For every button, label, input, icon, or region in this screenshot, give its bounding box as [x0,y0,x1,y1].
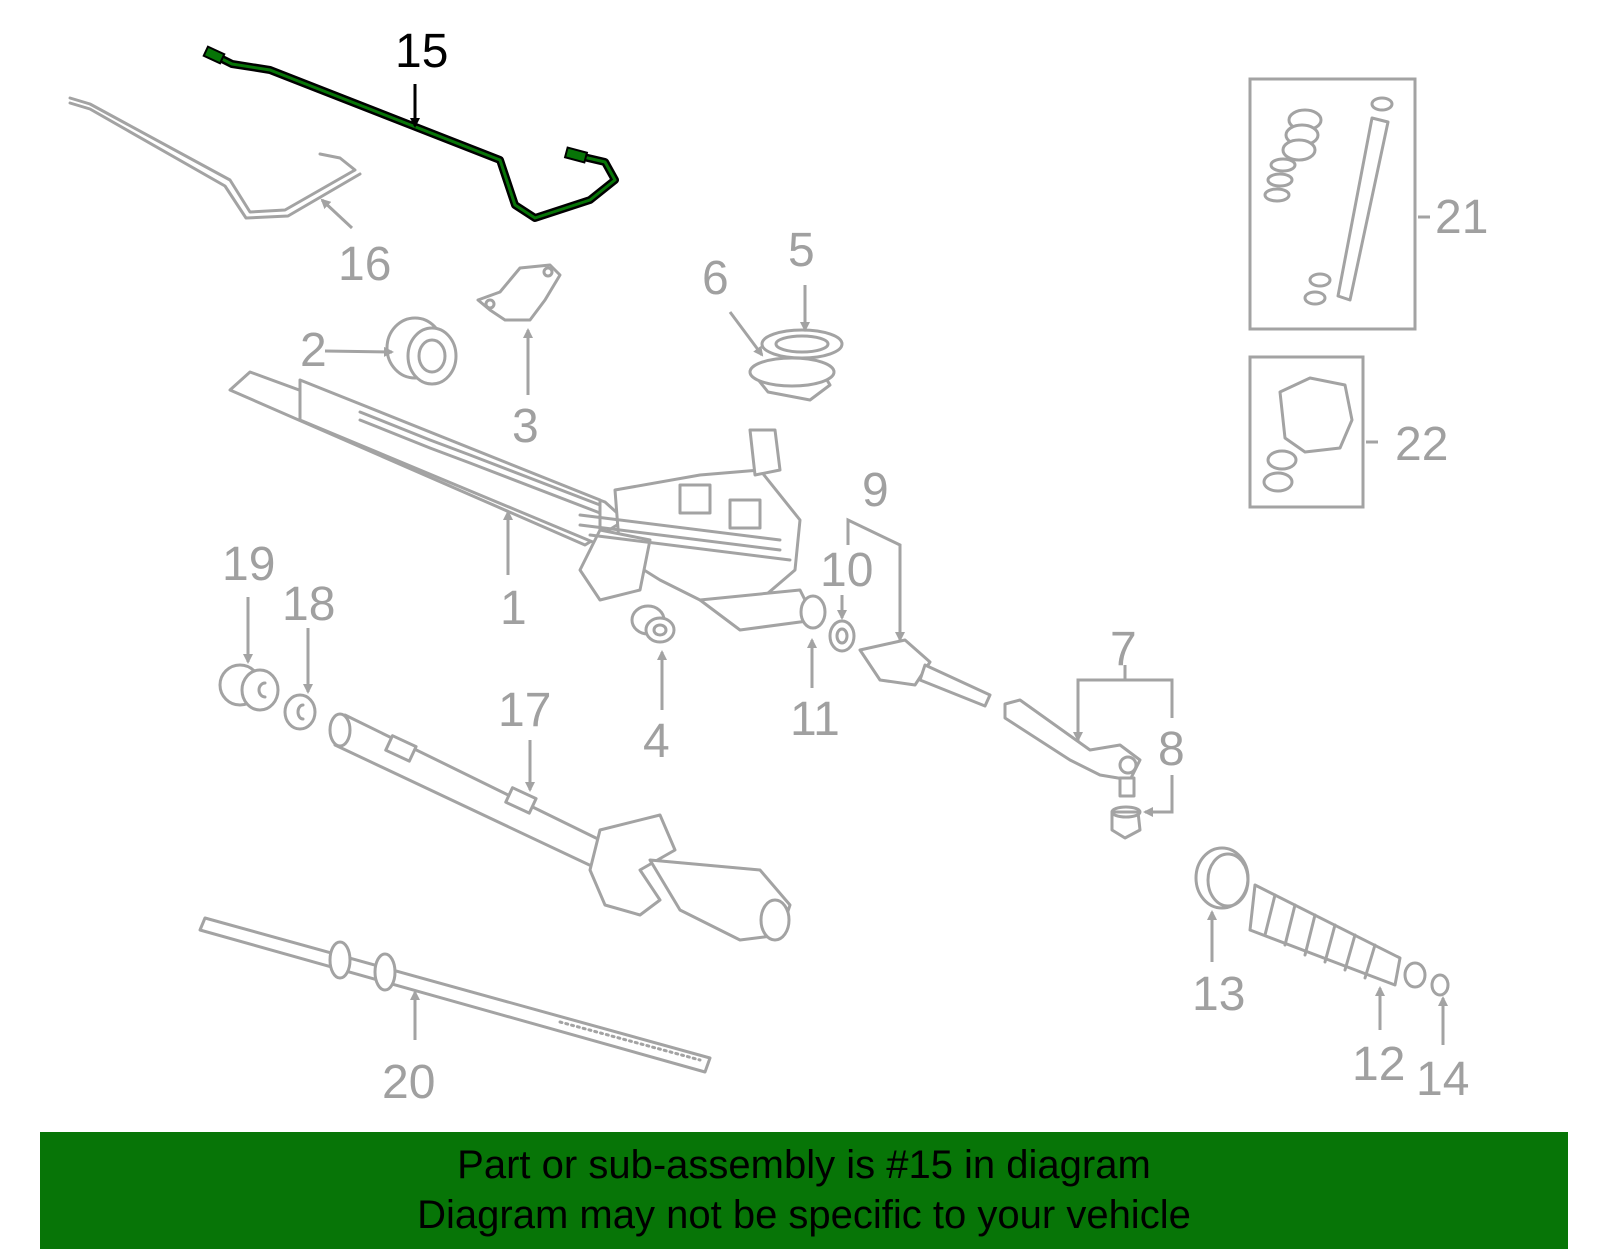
part-17-housing[interactable] [328,712,792,942]
info-banner: Part or sub-assembly is #15 in diagram D… [40,1132,1568,1249]
label-9: 9 [862,464,889,517]
part-2-bushing[interactable] [385,316,458,386]
part-12-rack-boot[interactable] [1248,883,1427,989]
label-10: 10 [820,544,873,597]
label-12: 12 [1352,1038,1405,1091]
part-18-collar[interactable] [283,693,317,731]
label-13: 13 [1192,968,1245,1021]
label-1: 1 [500,582,527,635]
label-19: 19 [222,538,275,591]
label-7: 7 [1110,623,1137,676]
part-3-bracket[interactable] [476,263,562,322]
label-15: 15 [395,25,448,78]
part-15-feed-pipe[interactable] [202,45,619,222]
part-22-valve-body[interactable] [1248,355,1365,509]
part-10-washer[interactable] [828,619,856,653]
label-2: 2 [300,324,327,377]
part-6-cover[interactable] [748,356,836,402]
label-4: 4 [643,715,670,768]
label-8: 8 [1158,723,1185,776]
label-3: 3 [512,400,539,453]
part-14-clip[interactable] [1430,973,1450,997]
part-20-rack[interactable] [198,916,712,1074]
label-16: 16 [338,238,391,291]
part-9-tie-rod[interactable] [858,638,992,708]
label-20: 20 [382,1056,435,1109]
part-16-return-pipe[interactable] [68,96,362,220]
label-14: 14 [1416,1053,1469,1106]
part-21-valve-kit[interactable] [1248,77,1417,331]
label-11: 11 [790,693,840,746]
part-1-gear-box[interactable] [228,370,827,632]
label-21: 21 [1435,191,1488,244]
label-17: 17 [498,684,551,737]
part-7-tie-rod-end[interactable] [1003,698,1142,798]
part-8-boot[interactable] [1110,805,1142,840]
part-19-mount-bushing[interactable] [218,663,280,712]
label-5: 5 [788,224,815,277]
part-13-clamp[interactable] [1194,846,1250,910]
banner-line-part-number: Part or sub-assembly is #15 in diagram [457,1143,1151,1187]
banner-line-disclaimer: Diagram may not be specific to your vehi… [417,1193,1191,1237]
part-4-bushing[interactable] [630,604,676,644]
label-6: 6 [702,252,729,305]
part-5-seal[interactable] [760,328,844,360]
label-18: 18 [282,578,335,631]
label-22: 22 [1395,418,1448,471]
